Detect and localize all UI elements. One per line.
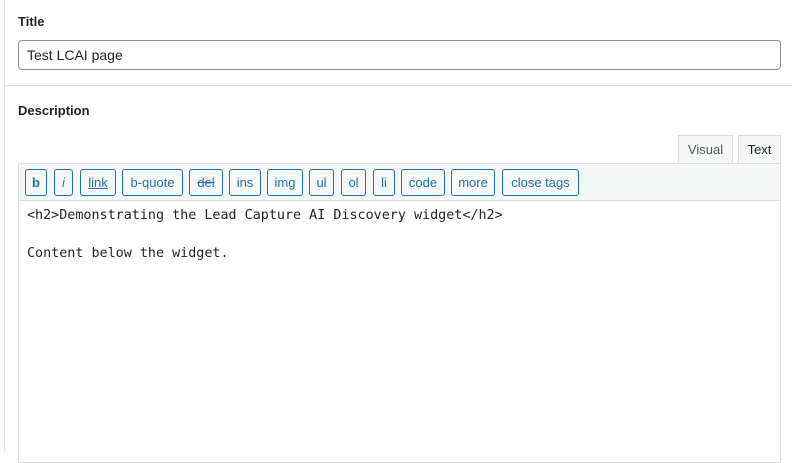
link-button[interactable]: link	[80, 169, 116, 196]
quicktags-toolbar: b i link b-quote del ins img ul ol li co…	[19, 164, 780, 201]
content-line: <h2>Demonstrating the Lead Capture AI Di…	[27, 208, 503, 223]
panel-left-border	[4, 0, 5, 452]
blockquote-button[interactable]: b-quote	[122, 169, 183, 196]
content-line: ​	[27, 225, 772, 244]
close-tags-button[interactable]: close tags	[502, 169, 579, 196]
bold-button[interactable]: b	[25, 169, 47, 196]
tab-text[interactable]: Text	[738, 135, 781, 164]
description-textarea[interactable]: <h2>Demonstrating the Lead Capture AI Di…	[19, 201, 780, 462]
code-button[interactable]: code	[401, 169, 445, 196]
content-line: Content below the widget.	[27, 246, 229, 261]
tab-visual[interactable]: Visual	[678, 135, 733, 163]
img-button[interactable]: img	[267, 169, 303, 196]
description-editor: b i link b-quote del ins img ul ol li co…	[18, 163, 781, 463]
li-button[interactable]: li	[373, 169, 395, 196]
more-button[interactable]: more	[451, 169, 495, 196]
ins-button[interactable]: ins	[229, 169, 261, 196]
title-label: Title	[18, 14, 45, 29]
ul-button[interactable]: ul	[309, 169, 334, 196]
ol-button[interactable]: ol	[341, 169, 366, 196]
section-divider	[5, 85, 792, 86]
del-button[interactable]: del	[189, 169, 223, 196]
italic-button[interactable]: i	[54, 169, 73, 196]
description-label: Description	[18, 103, 90, 118]
title-input[interactable]	[18, 40, 781, 70]
